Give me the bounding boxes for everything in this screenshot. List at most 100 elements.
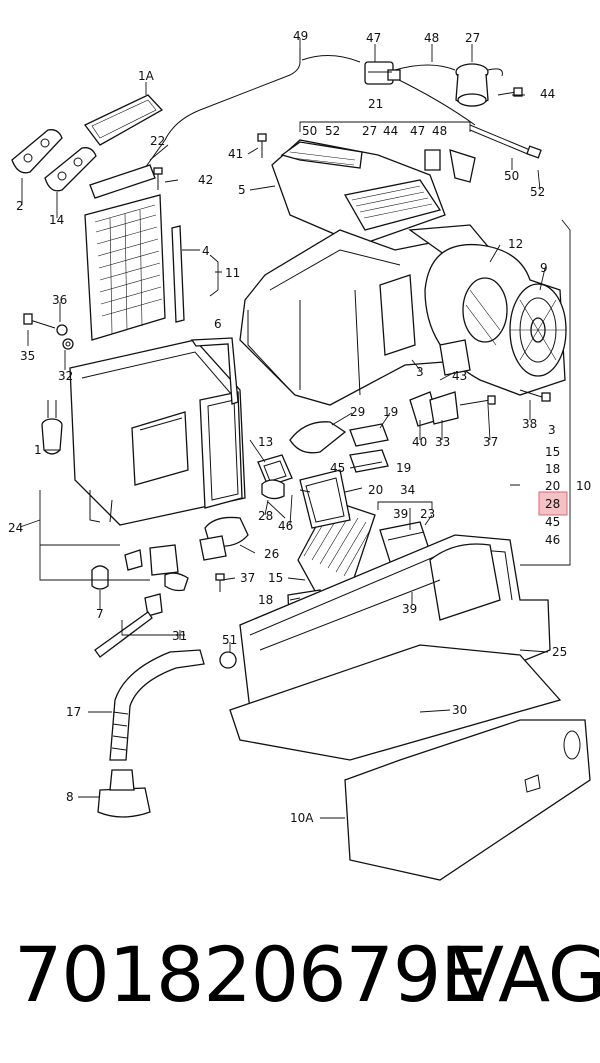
- highlight-box-28: [538, 491, 568, 516]
- callout-20: 20: [545, 479, 560, 493]
- part-13: [257, 454, 293, 487]
- callout-35: 35: [20, 349, 35, 363]
- callout-44b: 44: [383, 124, 398, 138]
- valve-31: [94, 544, 189, 658]
- callout-41: 41: [228, 147, 243, 161]
- callout-labels: 49 47 48 27 1A 21 44 50 52 27 44 47 48 2…: [8, 29, 591, 825]
- cover-5: [271, 139, 446, 246]
- callout-47: 47: [366, 31, 381, 45]
- seal-1A: [84, 94, 164, 146]
- callout-47b: 47: [410, 124, 425, 138]
- callout-6: 6: [214, 317, 222, 331]
- bracket-31: [121, 620, 185, 636]
- callout-24: 24: [8, 521, 23, 535]
- vacuum-unit-1: [41, 400, 63, 455]
- callout-39: 39: [393, 507, 408, 521]
- bracket-21: [299, 121, 471, 132]
- part-29: [289, 421, 347, 454]
- callout-8: 8: [66, 790, 74, 804]
- bracket-34: [377, 501, 433, 510]
- cable-49: [139, 48, 301, 176]
- callout-18: 18: [545, 462, 560, 476]
- callout-46b: 46: [278, 519, 293, 533]
- callout-37b: 37: [240, 571, 255, 585]
- callout-45b: 45: [330, 461, 345, 475]
- heat-exchanger: [84, 194, 166, 341]
- callout-34: 34: [400, 483, 415, 497]
- callout-48b: 48: [432, 124, 447, 138]
- callout-52b: 52: [530, 185, 545, 199]
- callout-3b: 3: [548, 423, 556, 437]
- callout-44: 44: [540, 87, 555, 101]
- insulation-10A: [344, 719, 591, 881]
- callout-11: 11: [225, 266, 240, 280]
- callout-42: 42: [198, 173, 213, 187]
- callout-46: 46: [545, 533, 560, 547]
- callout-14: 14: [49, 213, 64, 227]
- callout-22: 22: [150, 134, 165, 148]
- callout-13: 13: [258, 435, 273, 449]
- callout-37: 37: [483, 435, 498, 449]
- callout-28-highlighted: 28: [545, 497, 560, 511]
- clip-7: [91, 565, 109, 590]
- callout-9: 9: [540, 261, 548, 275]
- callout-39b: 39: [402, 602, 417, 616]
- cover-30: [229, 644, 562, 761]
- callout-5: 5: [238, 183, 246, 197]
- callout-36: 36: [52, 293, 67, 307]
- bracket-10: [520, 219, 571, 566]
- callout-1A: 1A: [138, 69, 155, 83]
- callout-32: 32: [58, 369, 73, 383]
- bracket-11: [209, 254, 219, 297]
- callout-30: 30: [452, 703, 467, 717]
- callout-43: 43: [452, 369, 467, 383]
- callout-50b: 50: [504, 169, 519, 183]
- gasket-14: [44, 147, 97, 192]
- callout-12: 12: [508, 237, 523, 251]
- callout-10: 10: [576, 479, 591, 493]
- drain-valve-8: [97, 769, 151, 818]
- callout-18b: 18: [258, 593, 273, 607]
- callout-25: 25: [552, 645, 567, 659]
- callout-19: 19: [383, 405, 398, 419]
- callout-48: 48: [424, 31, 439, 45]
- seal-6: [190, 337, 239, 405]
- gasket-2: [11, 129, 63, 174]
- callout-2: 2: [16, 199, 24, 213]
- callout-51: 51: [222, 633, 237, 647]
- vacuum-unit-27: [455, 63, 503, 107]
- callout-19b: 19: [396, 461, 411, 475]
- callout-27: 27: [465, 31, 480, 45]
- callout-27b: 27: [362, 124, 377, 138]
- actuator-47: [364, 61, 401, 85]
- series-resistor-43: [439, 339, 471, 376]
- connector-26: [199, 516, 249, 561]
- part-number: 701820679E: [14, 930, 488, 1019]
- callout-45: 45: [545, 515, 560, 529]
- brand-label: VAG: [452, 930, 600, 1019]
- callout-38: 38: [522, 417, 537, 431]
- callout-1: 1: [34, 443, 42, 457]
- callout-52: 52: [325, 124, 340, 138]
- heater-housing: [69, 339, 246, 526]
- callout-10A: 10A: [290, 811, 314, 825]
- seal-20: [299, 469, 351, 529]
- clip-51: [219, 651, 237, 669]
- callout-29: 29: [350, 405, 365, 419]
- part-19: [349, 423, 389, 447]
- callout-21: 21: [368, 97, 383, 111]
- callout-50: 50: [302, 124, 317, 138]
- seal-strip-4: [171, 225, 185, 323]
- callout-15b: 15: [268, 571, 283, 585]
- callout-26: 26: [264, 547, 279, 561]
- callout-20b: 20: [368, 483, 383, 497]
- callout-28b: 28: [258, 509, 273, 523]
- clip-7a: [124, 549, 143, 571]
- callout-15: 15: [545, 445, 560, 459]
- callout-4: 4: [202, 244, 210, 258]
- callout-17: 17: [66, 705, 81, 719]
- hose-17: [109, 649, 205, 761]
- callout-23: 23: [420, 507, 435, 521]
- callout-3: 3: [416, 365, 424, 379]
- callout-33: 33: [435, 435, 450, 449]
